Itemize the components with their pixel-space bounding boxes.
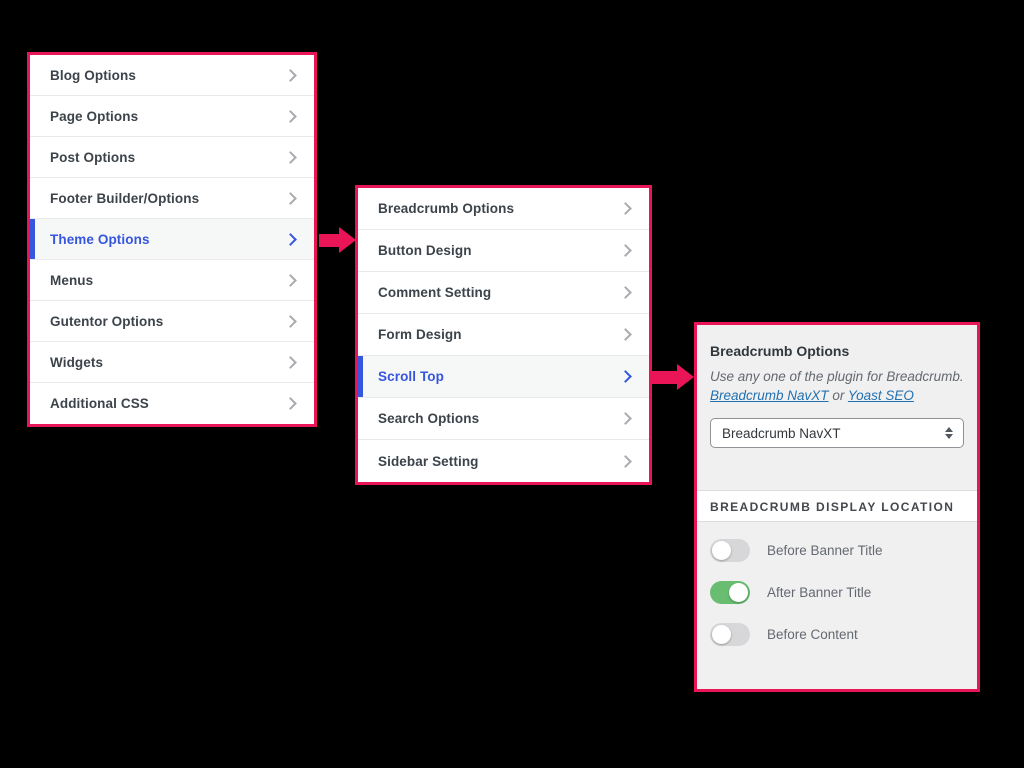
- chevron-right-icon: [619, 454, 632, 468]
- chevron-right-icon: [284, 273, 297, 287]
- chevron-right-icon: [619, 244, 632, 257]
- chevron-right-icon: [619, 412, 632, 425]
- breadcrumb-location-toggles: Before Banner Title After Banner Title B…: [697, 522, 977, 646]
- menu-item-label: Widgets: [50, 354, 104, 370]
- menu-item-label: Scroll Top: [378, 369, 445, 384]
- toggle-knob: [729, 583, 748, 602]
- toggle-row-before-banner-title: Before Banner Title: [710, 539, 964, 562]
- theme-options-submenu-panel: Breadcrumb Options Button Design Comment…: [355, 185, 652, 485]
- menu-item-theme-options[interactable]: Theme Options: [30, 219, 314, 260]
- toggle-label: After Banner Title: [767, 585, 872, 600]
- menu-item-breadcrumb-options[interactable]: Breadcrumb Options: [358, 188, 649, 230]
- panel-title: Breadcrumb Options: [710, 343, 850, 359]
- chevron-right-icon: [619, 370, 632, 383]
- breadcrumb-options-header: Breadcrumb Options Use any one of the pl…: [697, 325, 977, 448]
- menu-item-label: Page Options: [50, 108, 139, 124]
- menu-item-gutentor-options[interactable]: Gutentor Options: [30, 301, 314, 342]
- menu-item-comment-setting[interactable]: Comment Setting: [358, 272, 649, 314]
- toggle-row-before-content: Before Content: [710, 623, 964, 646]
- flow-arrow-icon: [651, 364, 694, 391]
- menu-item-post-options[interactable]: Post Options: [30, 137, 314, 178]
- menu-item-label: Theme Options: [50, 231, 150, 247]
- breadcrumb-options-panel: Breadcrumb Options Use any one of the pl…: [694, 322, 980, 692]
- breadcrumb-navxt-link[interactable]: Breadcrumb NavXT: [710, 388, 829, 403]
- chevron-right-icon: [284, 191, 297, 205]
- menu-item-button-design[interactable]: Button Design: [358, 230, 649, 272]
- select-selected-value: Breadcrumb NavXT: [722, 425, 841, 441]
- chevron-right-icon: [284, 150, 297, 164]
- flow-arrow-icon: [319, 227, 356, 254]
- menu-item-label: Menus: [50, 272, 94, 288]
- menu-item-label: Sidebar Setting: [378, 453, 479, 469]
- toggle-label: Before Banner Title: [767, 543, 883, 558]
- breadcrumb-plugin-select[interactable]: Breadcrumb NavXT: [710, 418, 964, 448]
- menu-item-widgets[interactable]: Widgets: [30, 342, 314, 383]
- menu-item-label: Post Options: [50, 149, 136, 165]
- before-content-toggle[interactable]: [710, 623, 750, 646]
- panel-description: Use any one of the plugin for Breadcrumb…: [710, 367, 964, 405]
- toggle-knob: [712, 625, 731, 644]
- toggle-label: Before Content: [767, 627, 858, 642]
- menu-item-form-design[interactable]: Form Design: [358, 314, 649, 356]
- menu-item-label: Footer Builder/Options: [50, 190, 200, 206]
- chevron-right-icon: [284, 355, 297, 369]
- menu-item-label: Breadcrumb Options: [378, 201, 515, 216]
- toggle-knob: [712, 541, 731, 560]
- menu-item-menus[interactable]: Menus: [30, 260, 314, 301]
- chevron-right-icon: [284, 314, 297, 328]
- chevron-right-icon: [284, 397, 297, 410]
- menu-item-scroll-top[interactable]: Scroll Top: [358, 356, 649, 398]
- menu-item-page-options[interactable]: Page Options: [30, 96, 314, 137]
- menu-item-footer-builder-options[interactable]: Footer Builder/Options: [30, 178, 314, 219]
- toggle-row-after-banner-title: After Banner Title: [710, 581, 964, 604]
- menu-item-label: Additional CSS: [50, 396, 149, 411]
- chevron-right-icon: [619, 202, 632, 215]
- menu-item-additional-css[interactable]: Additional CSS: [30, 383, 314, 424]
- chevron-right-icon: [619, 286, 632, 299]
- menu-item-label: Button Design: [378, 243, 472, 258]
- menu-item-label: Search Options: [378, 411, 480, 426]
- description-text: Use any one of the plugin for Breadcrumb…: [710, 369, 964, 384]
- customizer-main-menu-panel: Blog Options Page Options Post Options F…: [27, 52, 317, 427]
- after-banner-title-toggle[interactable]: [710, 581, 750, 604]
- menu-item-label: Gutentor Options: [50, 313, 164, 329]
- yoast-seo-link[interactable]: Yoast SEO: [847, 388, 914, 403]
- menu-item-label: Comment Setting: [378, 285, 492, 300]
- menu-item-label: Blog Options: [50, 67, 136, 83]
- chevron-right-icon: [284, 109, 297, 123]
- chevron-right-icon: [619, 328, 632, 341]
- select-stepper-icon: [945, 427, 953, 439]
- link-separator-text: or: [832, 388, 845, 403]
- chevron-right-icon: [284, 68, 297, 82]
- menu-item-blog-options[interactable]: Blog Options: [30, 55, 314, 96]
- menu-item-label: Form Design: [378, 327, 462, 342]
- chevron-right-icon: [284, 232, 297, 246]
- menu-item-sidebar-setting[interactable]: Sidebar Setting: [358, 440, 649, 482]
- menu-item-search-options[interactable]: Search Options: [358, 398, 649, 440]
- breadcrumb-display-location-header: BREADCRUMB DISPLAY LOCATION: [697, 490, 977, 522]
- before-banner-title-toggle[interactable]: [710, 539, 750, 562]
